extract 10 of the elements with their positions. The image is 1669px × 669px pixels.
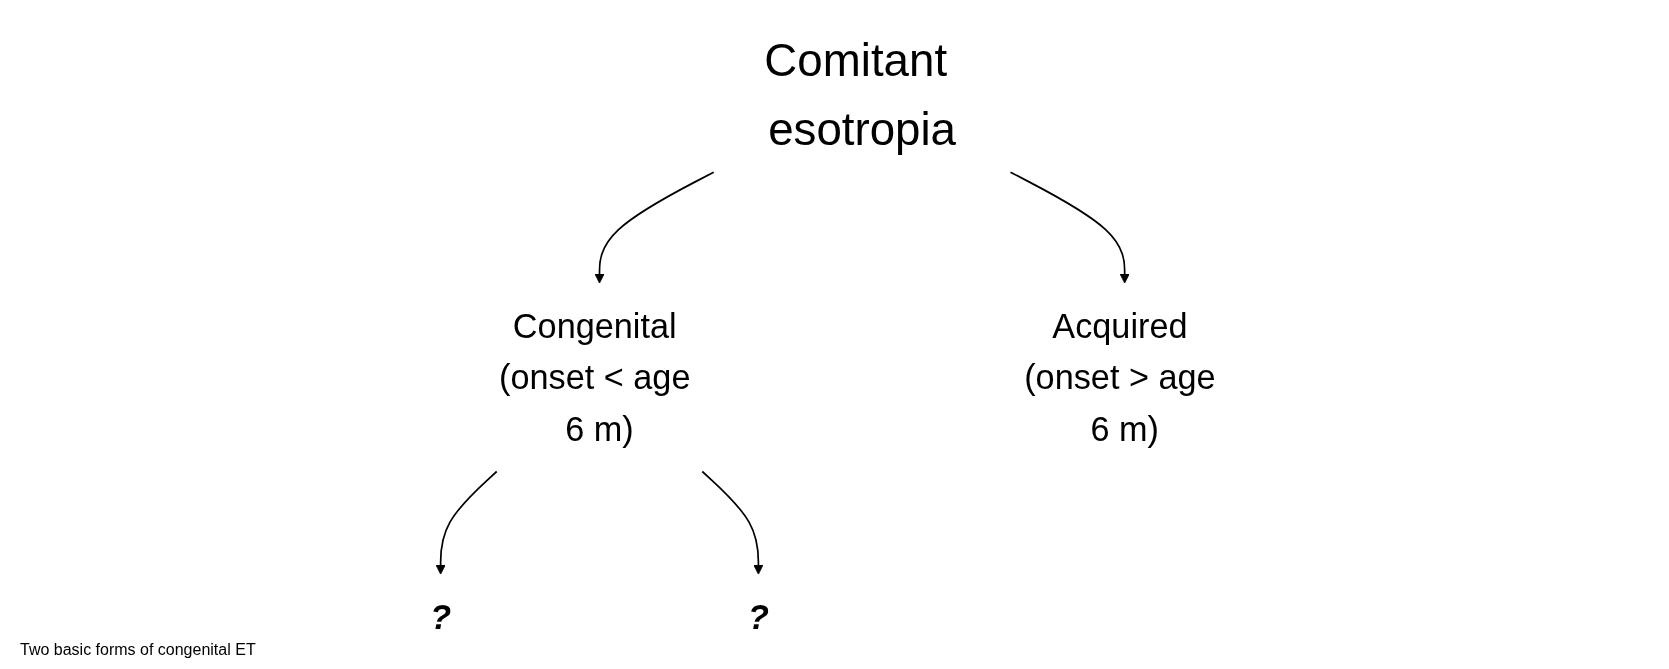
arrow: [701, 470, 764, 575]
node-text: Congenital (onset < age 6 m): [499, 307, 691, 448]
arrow: [594, 171, 715, 284]
arrow: [435, 470, 498, 575]
node-text: ?: [747, 598, 769, 636]
node-text: Acquired (onset > age 6 m): [1024, 307, 1216, 448]
node-text: ?: [430, 598, 452, 636]
node-text: Comitant esotropia: [764, 35, 957, 155]
arrow: [1009, 171, 1130, 284]
note-text: Two basic forms of congenital ET: [20, 641, 256, 659]
